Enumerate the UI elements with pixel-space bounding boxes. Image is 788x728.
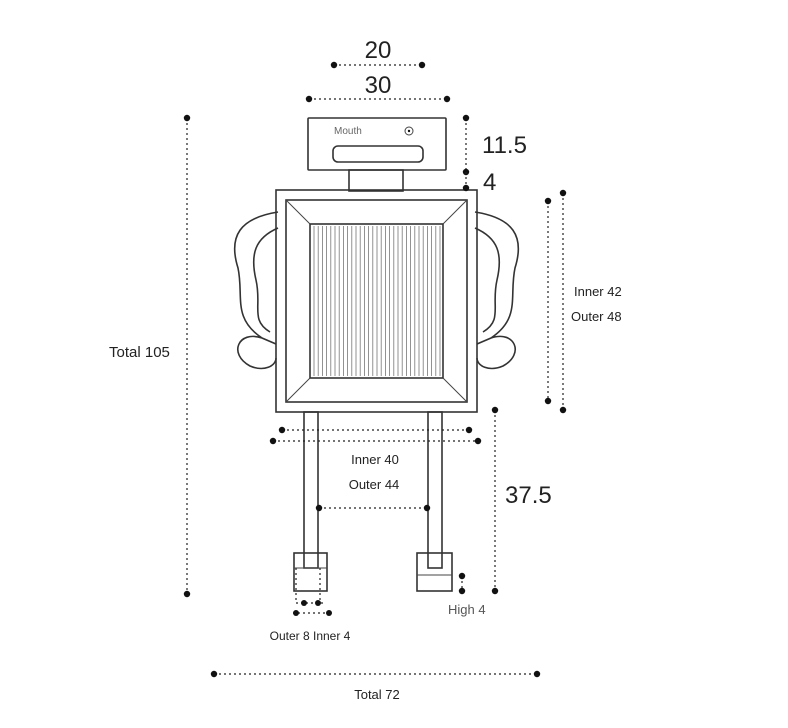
label-foot-height: High 4 — [448, 602, 486, 617]
left-foot — [293, 552, 328, 592]
robot-body — [275, 189, 478, 413]
right-foot — [416, 552, 453, 592]
robot-figure: Mouth — [233, 117, 520, 592]
label-total-height: Total 105 — [109, 344, 170, 361]
label-body-inner-height: Inner 42 — [574, 284, 622, 299]
robot-head: Mouth — [307, 117, 447, 171]
label-neck-height: 4 — [483, 169, 496, 196]
label-total-width: Total 72 — [354, 687, 400, 702]
left-arm — [233, 211, 279, 370]
label-head-top-width: 20 — [365, 37, 392, 64]
robot-neck — [348, 169, 404, 192]
label-head-height: 11.5 — [482, 132, 527, 159]
body-ribs — [313, 226, 441, 376]
right-arm — [474, 211, 520, 370]
head-knob-icon — [404, 126, 414, 136]
left-leg — [303, 411, 319, 569]
body-outer-frame — [275, 189, 478, 413]
mouth-slot — [332, 145, 424, 163]
label-body-outer-height: Outer 48 — [571, 309, 622, 324]
label-body-outer-width: Outer 44 — [349, 477, 400, 492]
label-head-width: 30 — [365, 72, 392, 99]
dimension-lines — [183, 61, 567, 678]
body-inner-panel — [309, 223, 444, 379]
label-leg-height: 37.5 — [505, 482, 552, 509]
label-body-inner-width: Inner 40 — [351, 452, 399, 467]
body-bevel-frame — [285, 199, 468, 403]
mouth-label: Mouth — [334, 126, 362, 137]
dimension-labels: 20 30 11.5 4 Total 105 Inner 42 Outer 48… — [109, 37, 622, 702]
label-foot-width: Outer 8 Inner 4 — [270, 629, 351, 643]
robot-legs — [293, 411, 453, 592]
right-leg — [427, 411, 443, 569]
